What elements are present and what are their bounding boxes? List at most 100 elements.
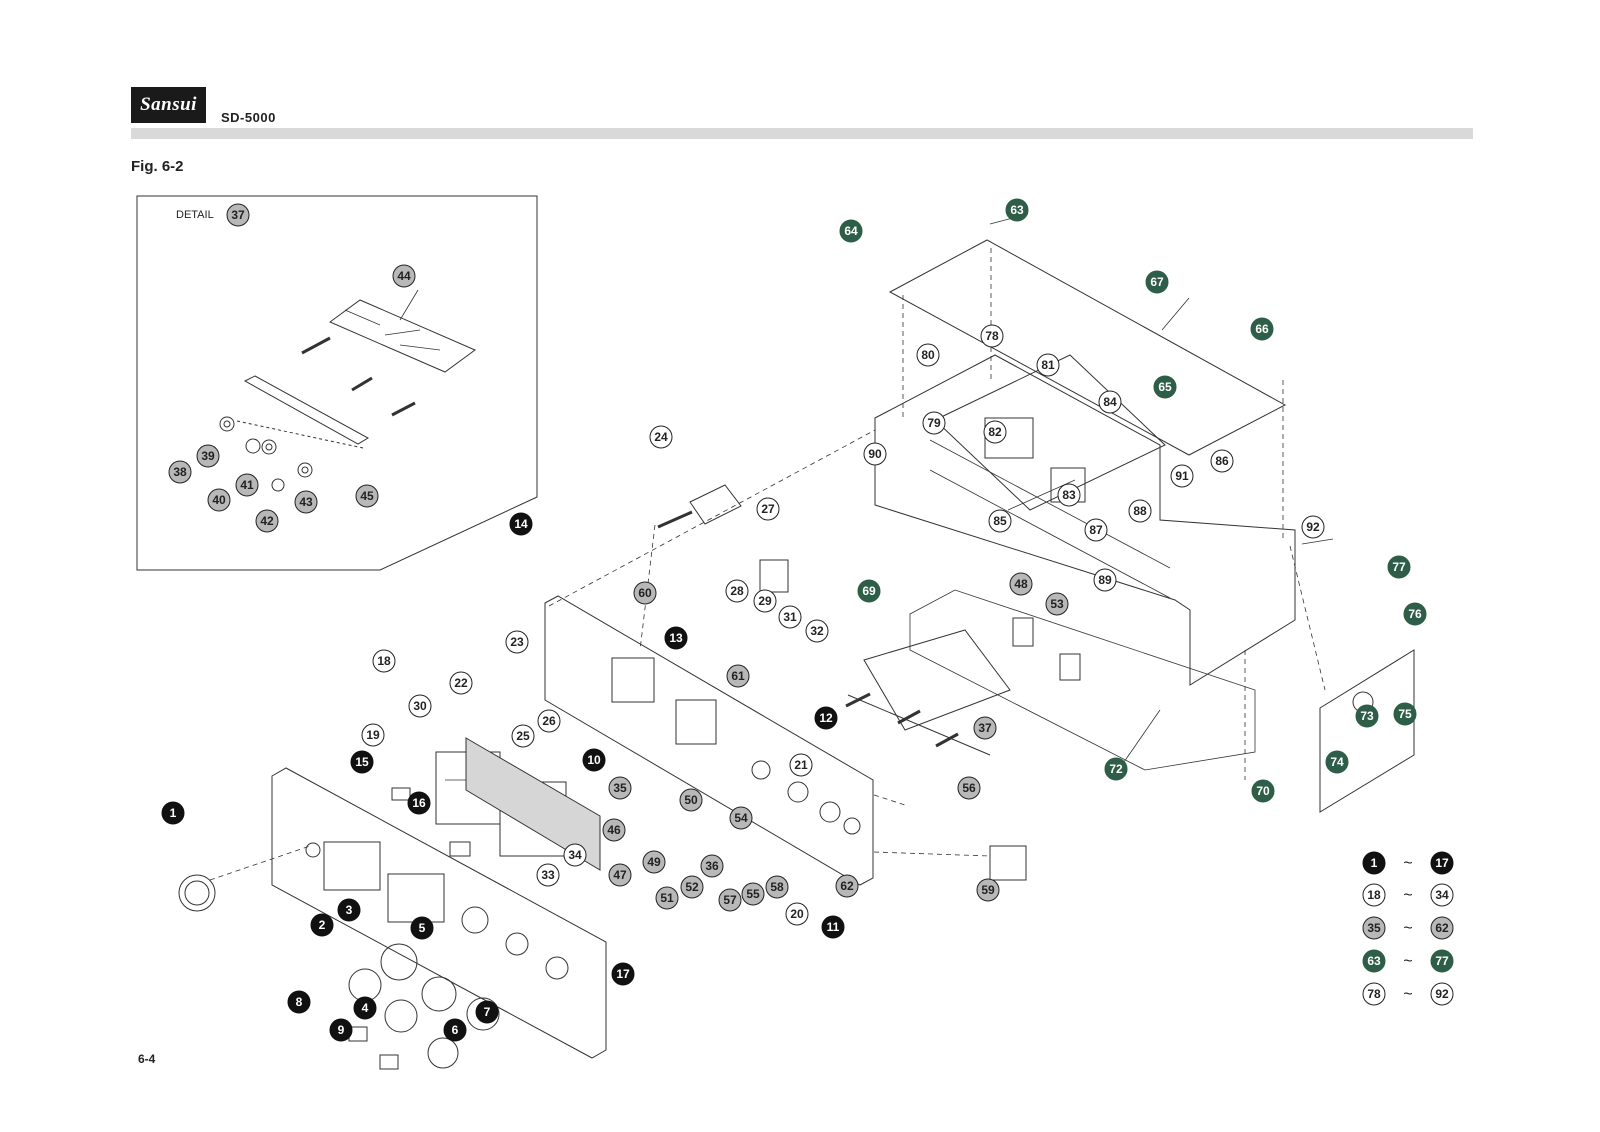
callout-number: 79 <box>927 416 941 430</box>
callout-27: 27 <box>756 497 780 521</box>
callout-circle <box>475 1000 499 1024</box>
callout-90: 90 <box>863 442 887 466</box>
callout-number: 86 <box>1215 454 1229 468</box>
callout-80: 80 <box>916 343 940 367</box>
callout-circle <box>1093 568 1117 592</box>
legend-separator: ~ <box>1403 986 1412 1003</box>
callout-circle <box>410 916 434 940</box>
callout-number: 61 <box>731 669 745 683</box>
callout-48: 48 <box>1009 572 1033 596</box>
callout-number: 1 <box>170 806 177 820</box>
header-rule <box>131 128 1473 139</box>
legend-from-circle <box>1362 949 1386 973</box>
callout-32: 32 <box>805 619 829 643</box>
callout-number: 74 <box>1330 755 1344 769</box>
legend-to-92: 92 <box>1430 982 1454 1006</box>
callout-20: 20 <box>785 902 809 926</box>
front-panel-window-1 <box>323 841 381 891</box>
callout-number: 6 <box>452 1023 459 1037</box>
legend-separator: ~ <box>1403 953 1412 970</box>
callout-number: 78 <box>985 329 999 343</box>
callout-number: 51 <box>660 891 674 905</box>
callout-number: 39 <box>201 449 215 463</box>
callout-number: 37 <box>978 721 992 735</box>
callout-13: 13 <box>664 626 688 650</box>
callout-circle <box>765 875 789 899</box>
callout-number: 57 <box>723 893 737 907</box>
callout-64: 64 <box>839 219 863 243</box>
callout-53: 53 <box>1045 592 1069 616</box>
callout-72: 72 <box>1104 757 1128 781</box>
callout-number: 17 <box>616 967 630 981</box>
callout-number: 85 <box>993 514 1007 528</box>
callout-circle <box>756 497 780 521</box>
callout-number: 54 <box>734 811 748 825</box>
callout-number: 52 <box>685 880 699 894</box>
callout-19: 19 <box>361 723 385 747</box>
callout-circle <box>509 512 533 536</box>
callout-number: 60 <box>638 586 652 600</box>
knob-1-outline <box>178 874 216 912</box>
callout-35: 35 <box>608 776 632 800</box>
callout-number: 59 <box>981 883 995 897</box>
callout-number: 31 <box>783 610 797 624</box>
callout-circle <box>725 579 749 603</box>
callout-number: 14 <box>514 517 528 531</box>
callout-89: 89 <box>1093 568 1117 592</box>
callout-number: 73 <box>1360 709 1374 723</box>
sub-chassis-cutout-2 <box>675 699 717 745</box>
callout-circle <box>633 581 657 605</box>
callout-number: 67 <box>1150 275 1164 289</box>
callout-circle <box>608 863 632 887</box>
callout-circle <box>1084 518 1108 542</box>
callout-92: 92 <box>1301 515 1325 539</box>
callout-circle <box>839 219 863 243</box>
callout-65: 65 <box>1153 375 1177 399</box>
callout-49: 49 <box>642 850 666 874</box>
callout-24: 24 <box>649 425 673 449</box>
callout-86: 86 <box>1210 449 1234 473</box>
callout-circle <box>161 801 185 825</box>
callout-number: 88 <box>1133 504 1147 518</box>
callout-number: 63 <box>1010 203 1024 217</box>
callout-circle <box>1036 353 1060 377</box>
callout-number: 80 <box>921 348 935 362</box>
callout-74: 74 <box>1325 750 1349 774</box>
callout-circle <box>1250 317 1274 341</box>
callout-69: 69 <box>857 579 881 603</box>
front-panel-window-2 <box>387 873 445 923</box>
callout-number: 27 <box>761 502 775 516</box>
legend-separator: ~ <box>1403 887 1412 904</box>
callout-circle <box>726 664 750 688</box>
sub-chassis-cutout-1 <box>611 657 655 703</box>
legend-to-circle <box>1430 982 1454 1006</box>
callout-38: 38 <box>168 460 192 484</box>
bottom-plate-outline <box>909 589 1256 771</box>
transformer-82 <box>984 417 1034 459</box>
callout-85: 85 <box>988 509 1012 533</box>
legend-to-circle <box>1430 883 1454 907</box>
callout-circle <box>255 509 279 533</box>
callout-50: 50 <box>679 788 703 812</box>
callout-circle <box>835 874 859 898</box>
callout-number: 4 <box>362 1001 369 1015</box>
callout-circle <box>168 460 192 484</box>
callout-circle <box>753 589 777 613</box>
lever-switch-15 <box>391 787 411 801</box>
callout-circle <box>729 806 753 830</box>
callout-25: 25 <box>511 724 535 748</box>
legend-from-circle <box>1362 916 1386 940</box>
legend-from-number: 1 <box>1371 856 1378 870</box>
callout-45: 45 <box>355 484 379 508</box>
legend-from-number: 18 <box>1367 888 1381 902</box>
callout-number: 92 <box>1306 520 1320 534</box>
callout-circle <box>679 788 703 812</box>
callout-circle <box>1355 704 1379 728</box>
callout-81: 81 <box>1036 353 1060 377</box>
detail-pcb-outline <box>329 299 476 373</box>
callout-number: 75 <box>1398 707 1412 721</box>
callout-79: 79 <box>922 411 946 435</box>
callout-37: 37 <box>226 203 250 227</box>
